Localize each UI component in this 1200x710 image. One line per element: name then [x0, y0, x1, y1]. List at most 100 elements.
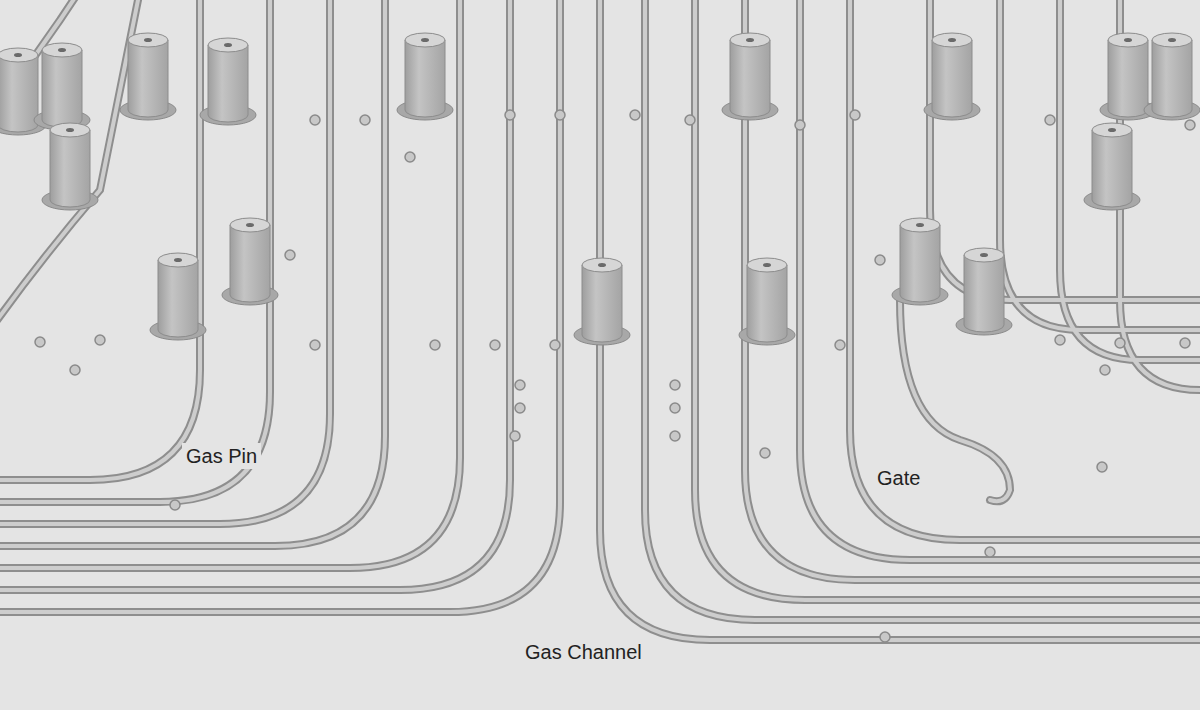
pin-top — [932, 33, 972, 47]
pin-top — [158, 253, 198, 267]
channel-rail — [0, 0, 270, 502]
channel-rail — [0, 0, 330, 524]
channel-groove — [695, 0, 1200, 600]
pin-top — [230, 218, 270, 232]
channel-rail — [645, 0, 1200, 620]
channel-groove — [1000, 0, 1200, 330]
channel-groove — [850, 0, 1200, 540]
vent-dot — [795, 120, 805, 130]
pin-top — [964, 248, 1004, 262]
pin-hole — [174, 258, 182, 262]
vent-dot — [670, 403, 680, 413]
pin-top — [582, 258, 622, 272]
channel-groove — [745, 0, 1200, 580]
pin-body — [730, 40, 770, 117]
pin-top — [0, 48, 38, 62]
pin-body — [747, 265, 787, 342]
channel-rail — [800, 0, 1200, 560]
gas-pin-symbol — [397, 33, 453, 120]
vent-dot — [985, 547, 995, 557]
channel-rail — [0, 0, 560, 612]
pin-top — [730, 33, 770, 47]
pin-top — [1152, 33, 1192, 47]
pin-hole — [746, 38, 754, 42]
channel-groove — [645, 0, 1200, 620]
pin-top — [208, 38, 248, 52]
pin-top — [50, 123, 90, 137]
vent-dot — [505, 110, 515, 120]
pin-hole — [980, 253, 988, 257]
gas-pin-symbol — [739, 258, 795, 345]
channel-groove — [0, 0, 385, 546]
gas-pin-symbol — [924, 33, 980, 120]
gas-pin-symbol — [150, 253, 206, 340]
pin-body — [0, 55, 38, 132]
vent-dot — [510, 431, 520, 441]
gas-pin-symbol — [892, 218, 948, 305]
channel-groove — [930, 0, 1200, 300]
channel-groove — [600, 0, 1200, 640]
channel-rail — [745, 0, 1200, 580]
pin-hole — [224, 43, 232, 47]
vent-dot — [170, 500, 180, 510]
pin-body — [230, 225, 270, 302]
vent-dot — [630, 110, 640, 120]
gas-pin-symbol — [120, 33, 176, 120]
pin-hole — [916, 223, 924, 227]
channel-groove — [0, 0, 510, 590]
channel-rail — [0, 0, 385, 546]
vent-dots — [35, 110, 1195, 642]
gas-pin-symbol — [1144, 33, 1200, 120]
channel-rail — [600, 0, 1200, 640]
pin-hole — [246, 223, 254, 227]
pin-body — [1152, 40, 1192, 117]
vent-dot — [360, 115, 370, 125]
gas-pin-symbol — [200, 38, 256, 125]
vent-dot — [310, 340, 320, 350]
channel-rail — [0, 0, 460, 568]
pin-top — [1108, 33, 1148, 47]
vent-dot — [515, 403, 525, 413]
vent-dot — [490, 340, 500, 350]
vent-dot — [760, 448, 770, 458]
vent-dot — [850, 110, 860, 120]
vent-dot — [1185, 120, 1195, 130]
vent-dot — [670, 380, 680, 390]
vent-dot — [1100, 365, 1110, 375]
channel-groove — [0, 0, 200, 480]
gas-pin-symbol — [1084, 123, 1140, 210]
gas-pin-symbol — [722, 33, 778, 120]
channel-rail — [1060, 0, 1200, 360]
vent-dot — [1115, 338, 1125, 348]
pin-body — [932, 40, 972, 117]
pin-body — [582, 265, 622, 342]
vent-dot — [670, 431, 680, 441]
channel-groove — [800, 0, 1200, 560]
pin-body — [158, 260, 198, 337]
pin-hole — [1108, 128, 1116, 132]
vent-dot — [430, 340, 440, 350]
pin-top — [1092, 123, 1132, 137]
channel-rail — [850, 0, 1200, 540]
pin-body — [900, 225, 940, 302]
channel-rail — [0, 0, 510, 590]
pin-top — [42, 43, 82, 57]
pin-hole — [421, 38, 429, 42]
gas-pins — [0, 33, 1200, 345]
pin-hole — [598, 263, 606, 267]
part-label: Gate — [873, 465, 924, 491]
vent-dot — [285, 250, 295, 260]
channel-rail — [0, 0, 200, 480]
vent-dot — [1097, 462, 1107, 472]
pin-hole — [948, 38, 956, 42]
vent-dot — [1045, 115, 1055, 125]
pin-top — [128, 33, 168, 47]
pin-hole — [58, 48, 66, 52]
channel-groove — [1060, 0, 1200, 360]
pin-body — [42, 50, 82, 127]
pin-hole — [66, 128, 74, 132]
gas-channels — [0, 0, 1200, 640]
vent-dot — [95, 335, 105, 345]
